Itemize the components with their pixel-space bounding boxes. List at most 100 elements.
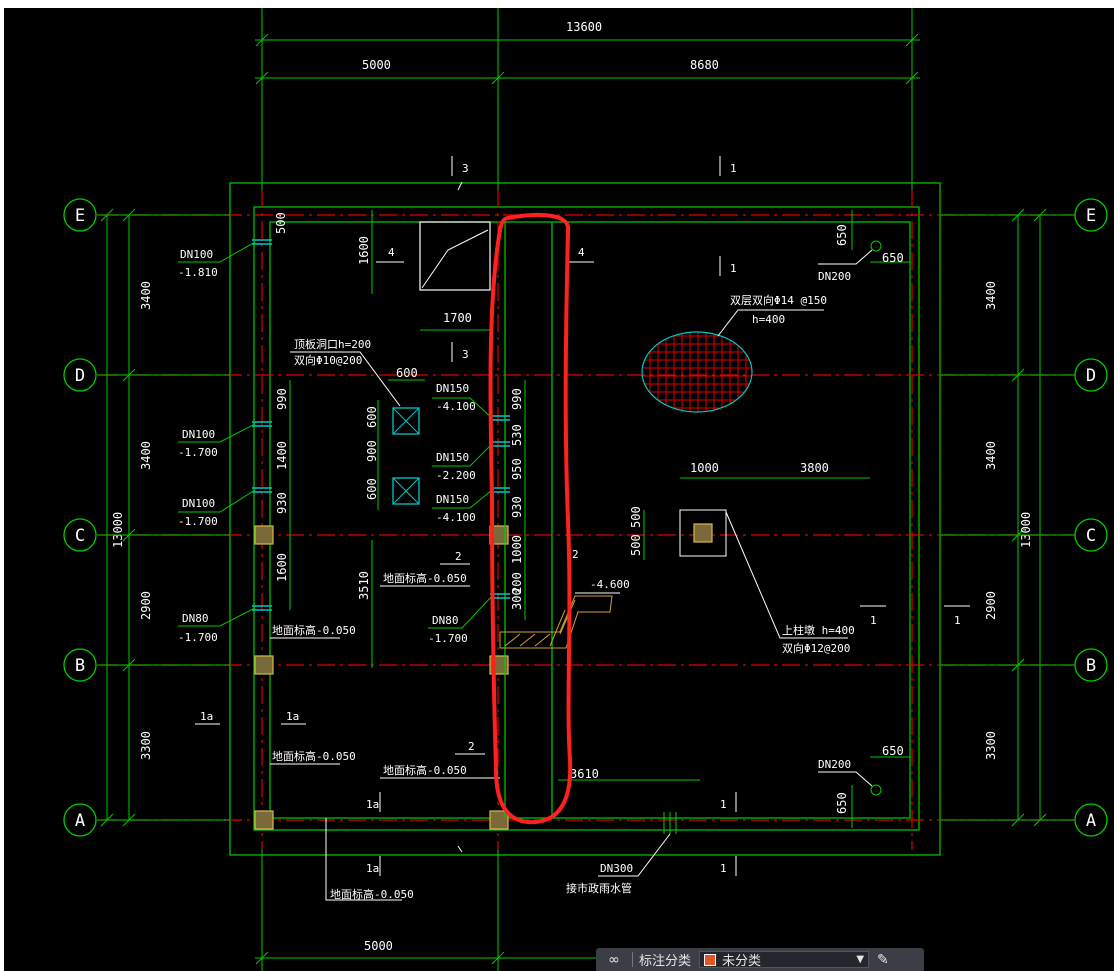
svg-text:C: C xyxy=(75,526,85,546)
axis-bubble-left-d[interactable]: D xyxy=(63,358,97,392)
dim-left-4: 3300 xyxy=(139,731,153,760)
annotation-toolbar: ∞ 标注分类 未分类 ▼ ✎ xyxy=(596,948,924,971)
column-b-left xyxy=(254,655,274,675)
svg-text:1: 1 xyxy=(730,162,737,175)
dn300-outlet: DN300 接市政雨水管 3610 xyxy=(558,767,700,895)
dn200-top: DN200 650 650 xyxy=(818,210,910,283)
pipe-center-1-size: DN150 xyxy=(436,382,469,395)
axis-bubble-left-b[interactable]: B xyxy=(63,648,97,682)
pipe-center-2-elev: -2.200 xyxy=(436,469,476,482)
stair-opening: 1600 1700 500 xyxy=(274,210,491,331)
column-a-left xyxy=(254,810,274,830)
pipe-center-4-size: DN80 xyxy=(432,614,459,627)
pen-icon[interactable]: ✎ xyxy=(877,951,889,968)
pipe-center-4-elev: -1.700 xyxy=(428,632,468,645)
axis-bubble-left-c[interactable]: C xyxy=(63,518,97,552)
svg-text:530: 530 xyxy=(510,424,524,446)
dim-left-3: 2900 xyxy=(139,591,153,620)
svg-text:E: E xyxy=(1086,206,1096,226)
axis-bubble-right-d[interactable]: D xyxy=(1074,358,1108,392)
pipe-center-1-elev: -4.100 xyxy=(436,400,476,413)
svg-text:3: 3 xyxy=(462,348,469,361)
svg-text:3510: 3510 xyxy=(357,571,371,600)
pipe-left-1-size: DN100 xyxy=(180,248,213,261)
svg-text:500: 500 xyxy=(629,506,643,528)
axis-bubble-right-a[interactable]: A xyxy=(1074,803,1108,837)
note-hole: 顶板洞口h=200 xyxy=(294,337,371,351)
pipe-left-2-elev: -1.700 xyxy=(178,446,218,459)
infinity-icon[interactable]: ∞ xyxy=(608,951,620,968)
axis-bubble-left-a[interactable]: A xyxy=(63,803,97,837)
pipe-left-4-elev: -1.700 xyxy=(178,631,218,644)
svg-text:1: 1 xyxy=(720,862,727,875)
svg-text:DN300: DN300 xyxy=(600,862,633,875)
svg-text:1400: 1400 xyxy=(275,441,289,470)
svg-text:500: 500 xyxy=(629,534,643,556)
center-wall-strip xyxy=(504,222,553,818)
note-hole-rebar: 双向Φ10@200 xyxy=(294,353,362,367)
svg-text:地面标高-0.050: 地面标高-0.050 xyxy=(330,887,414,901)
svg-text:2: 2 xyxy=(572,548,579,561)
annotation-category-value: 未分类 xyxy=(722,954,762,969)
note-pier: 上柱墩 h=400 xyxy=(782,623,855,637)
svg-text:990: 990 xyxy=(275,388,289,410)
svg-text:1a: 1a xyxy=(366,798,379,811)
note-slab-thickness: h=400 xyxy=(752,313,785,326)
axis-bubble-right-b[interactable]: B xyxy=(1074,648,1108,682)
axis-bubble-right-e[interactable]: E xyxy=(1074,198,1108,232)
svg-text:4: 4 xyxy=(578,246,585,259)
svg-text:600: 600 xyxy=(365,406,379,428)
pier-outline xyxy=(679,509,727,557)
axis-bubble-right-c[interactable]: C xyxy=(1074,518,1108,552)
floor-notes: 地面标高-0.050 地面标高-0.050 地面标高-0.050 地面标高-0.… xyxy=(270,571,500,901)
svg-text:地面标高-0.050: 地面标高-0.050 xyxy=(383,571,467,585)
pipe-center-2-size: DN150 xyxy=(436,451,469,464)
svg-text:1000: 1000 xyxy=(510,535,524,564)
svg-text:930: 930 xyxy=(510,496,524,518)
svg-text:B: B xyxy=(1086,656,1096,676)
center-inner-dims: 990 530 950 930 1000 200 300 xyxy=(510,380,526,620)
chevron-down-icon[interactable]: ▼ xyxy=(856,954,865,965)
svg-text:600: 600 xyxy=(396,366,418,380)
dn200-bottom: DN200 650 650 xyxy=(818,744,910,828)
svg-text:600: 600 xyxy=(365,478,379,500)
category-color-swatch xyxy=(704,953,717,966)
column-c-mid xyxy=(489,525,509,545)
svg-text:接市政雨水管: 接市政雨水管 xyxy=(566,881,632,895)
section-tags: 3 1 4 4 1 3 2 2 2 1 1 1a 1a 1a 1a 1 1 xyxy=(195,156,970,876)
note-slab-rebar: 双层双向Φ14 @150 xyxy=(730,293,827,307)
svg-text:1: 1 xyxy=(870,614,877,627)
annotation-category-select[interactable]: 未分类 ▼ xyxy=(699,951,870,969)
pipe-left-3-elev: -1.700 xyxy=(178,515,218,528)
axis-bubble-left-e[interactable]: E xyxy=(63,198,97,232)
pipe-center-3-elev: -4.100 xyxy=(436,511,476,524)
dim-right-total: 13000 xyxy=(1019,512,1033,548)
svg-text:2: 2 xyxy=(468,740,475,753)
svg-text:1600: 1600 xyxy=(357,236,371,265)
note-pier-rebar: 双向Φ12@200 xyxy=(782,641,850,655)
dim-left-2: 3400 xyxy=(139,441,153,470)
svg-text:A: A xyxy=(75,811,85,831)
left-dimensions: 3400 3400 2900 3300 13000 xyxy=(100,208,153,827)
column-c-left xyxy=(254,525,274,545)
svg-text:3800: 3800 xyxy=(800,461,829,475)
svg-text:1: 1 xyxy=(954,614,961,627)
svg-text:1a: 1a xyxy=(366,862,379,875)
dim-left-total: 13000 xyxy=(111,512,125,548)
svg-text:500: 500 xyxy=(274,212,288,234)
dim-left-1: 3400 xyxy=(139,281,153,310)
svg-text:900: 900 xyxy=(365,440,379,462)
svg-text:1a: 1a xyxy=(286,710,299,723)
svg-text:4: 4 xyxy=(388,246,395,259)
red-highlight-annotation xyxy=(488,212,573,825)
dim-right-2: 3400 xyxy=(984,441,998,470)
svg-text:650: 650 xyxy=(882,744,904,758)
column-c-pier xyxy=(693,523,713,543)
svg-text:930: 930 xyxy=(275,492,289,514)
svg-text:E: E xyxy=(75,206,85,226)
pier-note: 1000 3800 500 500 上柱墩 h=400 双向Φ12@200 xyxy=(629,461,870,655)
svg-text:3610: 3610 xyxy=(570,767,599,781)
dim-left-top: 5000 xyxy=(362,58,391,72)
svg-text:990: 990 xyxy=(510,388,524,410)
